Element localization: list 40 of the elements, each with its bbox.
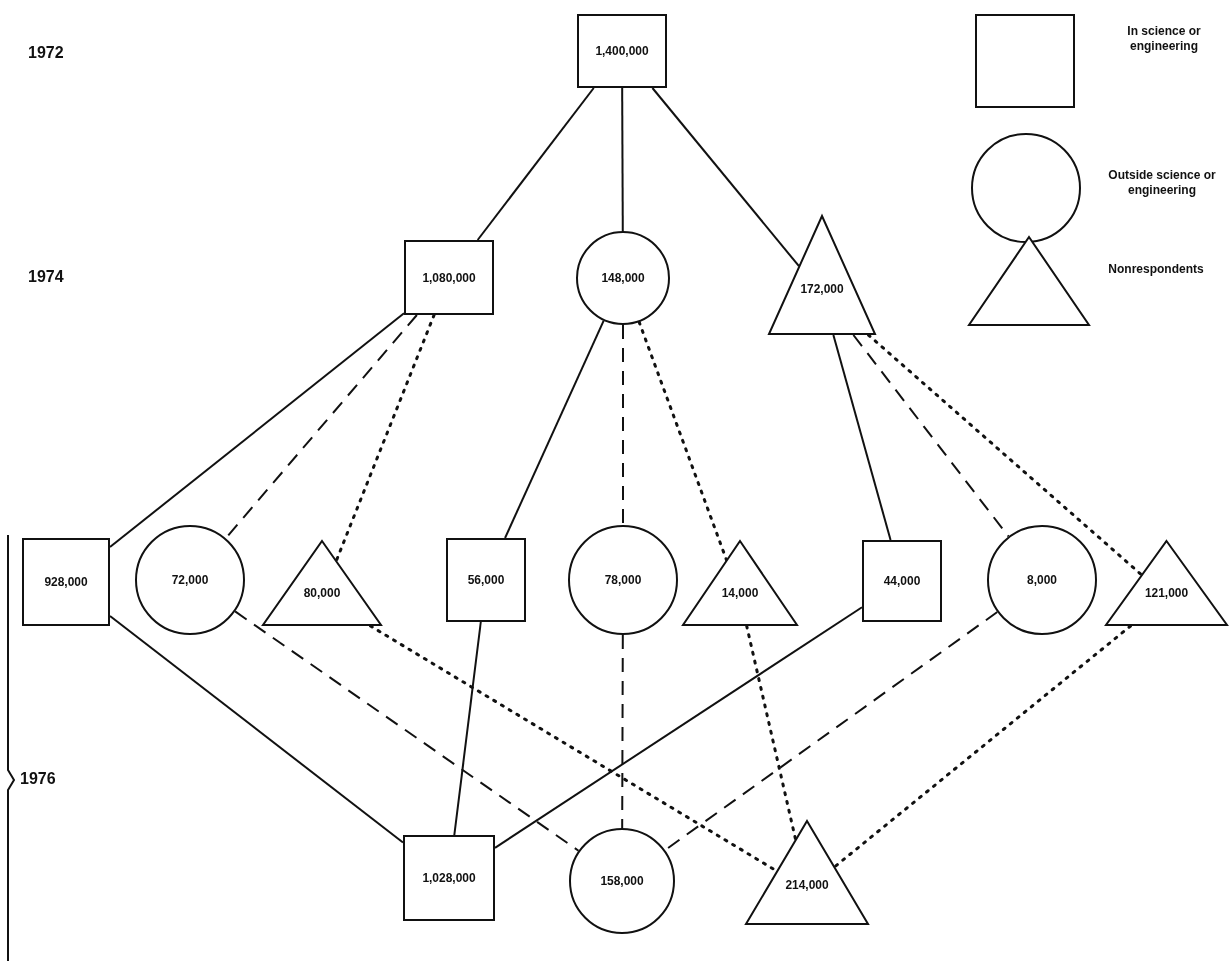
connector-line (866, 333, 1144, 577)
connector-line (621, 87, 624, 232)
count-value: 1,400,000 (594, 43, 650, 58)
legend-label: Outside science or engineering (1107, 168, 1217, 198)
connector-line (109, 615, 404, 844)
connector-line (504, 319, 605, 539)
connector-line (476, 87, 595, 241)
connector-line (453, 621, 482, 836)
count-value: 44,000 (882, 573, 922, 588)
count-value: 928,000 (43, 574, 89, 589)
count-value: 14,000 (720, 585, 760, 601)
legend-label: Nonrespondents (1107, 262, 1205, 277)
connector-line (833, 624, 1133, 869)
count-value: 8,000 (1026, 572, 1058, 587)
connector-line (651, 87, 800, 268)
count-value: 158,000 (599, 873, 645, 888)
connector-line (621, 634, 624, 829)
connector-line (334, 313, 436, 563)
year-label: 1972 (28, 44, 64, 62)
year-label: 1976 (20, 770, 56, 788)
count-value: 80,000 (302, 585, 342, 601)
connector-line (494, 606, 863, 849)
connector-line (745, 624, 798, 841)
count-value: 78,000 (603, 572, 643, 587)
count-value: 72,000 (170, 572, 210, 587)
count-value: 148,000 (600, 270, 646, 285)
count-value: 214,000 (784, 877, 830, 893)
connector-line (622, 324, 624, 526)
count-value: 1,080,000 (421, 269, 477, 285)
count-value: 172,000 (799, 281, 845, 297)
count-value: 56,000 (466, 572, 506, 587)
connector-line (832, 334, 892, 541)
connector-line (109, 312, 405, 548)
count-value: 1,028,000 (421, 870, 477, 885)
connector-line (637, 320, 728, 562)
connector-line (852, 334, 1010, 538)
year-label: 1974 (28, 268, 64, 286)
connector-line (234, 610, 580, 852)
count-value: 121,000 (1143, 585, 1190, 601)
legend-label: In science or engineering (1126, 24, 1202, 54)
